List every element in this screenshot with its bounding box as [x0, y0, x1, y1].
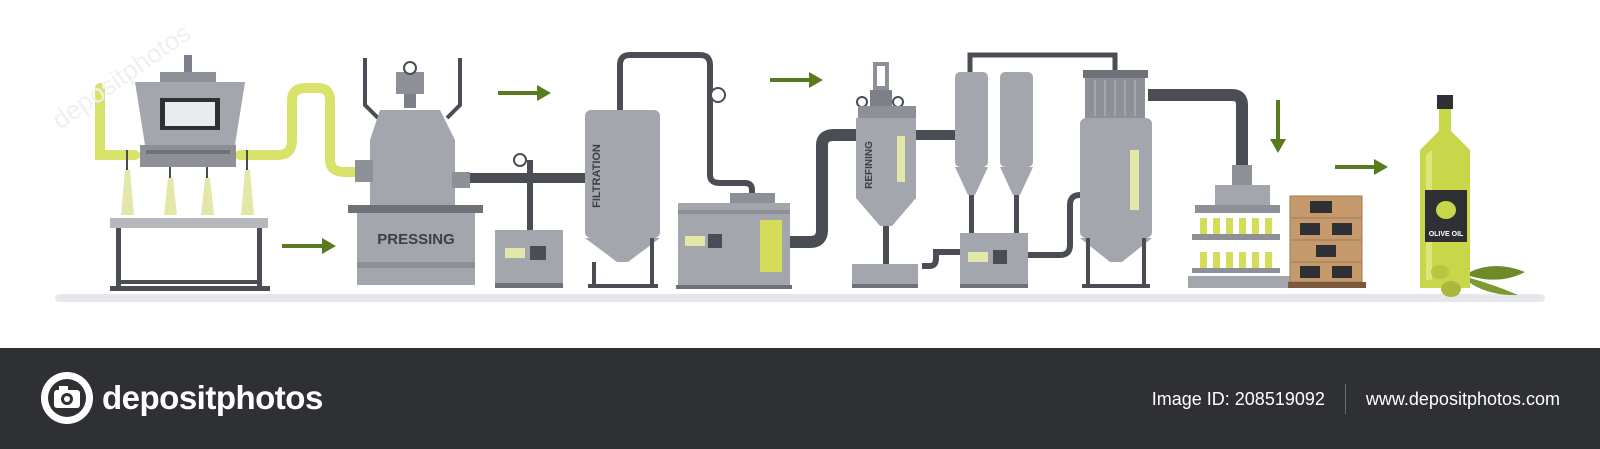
- flow-arrow-2: [498, 85, 551, 101]
- refining-tank: REFINING: [852, 62, 918, 288]
- storage-tank: [1080, 70, 1248, 288]
- olive-oil-bottle: OLIVE OIL: [1420, 95, 1525, 297]
- bottling-machine: [1188, 165, 1306, 288]
- image-id: Image ID: 208519092: [1151, 388, 1325, 409]
- site-url[interactable]: www.depositphotos.com: [1365, 388, 1560, 409]
- twin-columns: [955, 52, 1118, 288]
- production-line-illustration: PRESSING FILTRATION: [46, 17, 1545, 302]
- pipe-to-refining: [790, 129, 860, 248]
- production-line-svg: PRESSING FILTRATION: [46, 17, 1545, 302]
- flow-arrow-3: [770, 72, 823, 88]
- filtration-tank: FILTRATION: [585, 52, 755, 288]
- footer-bar: depositphotos Image ID: 208519092 www.de…: [0, 348, 1600, 449]
- collector-tank: [676, 193, 792, 289]
- boxes-pallet: [1288, 195, 1366, 288]
- washing-machine: [95, 55, 365, 291]
- filtration-label: FILTRATION: [591, 144, 603, 208]
- flow-arrow-5: [1335, 159, 1388, 175]
- floor-shadow: [55, 294, 1545, 302]
- pressing-label: PRESSING: [377, 231, 455, 248]
- flow-arrow-4: [1270, 100, 1286, 153]
- bottle-label: OLIVE OIL: [1429, 231, 1464, 238]
- image-meta: Image ID: 208519092 www.depositphotos.co…: [1152, 384, 1560, 414]
- meta-divider: [1344, 384, 1346, 414]
- brand-name: depositphotos: [102, 379, 323, 416]
- refining-label: REFINING: [864, 141, 875, 189]
- camera-logo-icon: [41, 372, 93, 424]
- brand-logo[interactable]: depositphotos: [40, 370, 323, 426]
- flow-arrow-1: [282, 238, 336, 254]
- pressing-machine: PRESSING: [348, 58, 483, 285]
- pipe-pressing-filtration: [470, 153, 585, 288]
